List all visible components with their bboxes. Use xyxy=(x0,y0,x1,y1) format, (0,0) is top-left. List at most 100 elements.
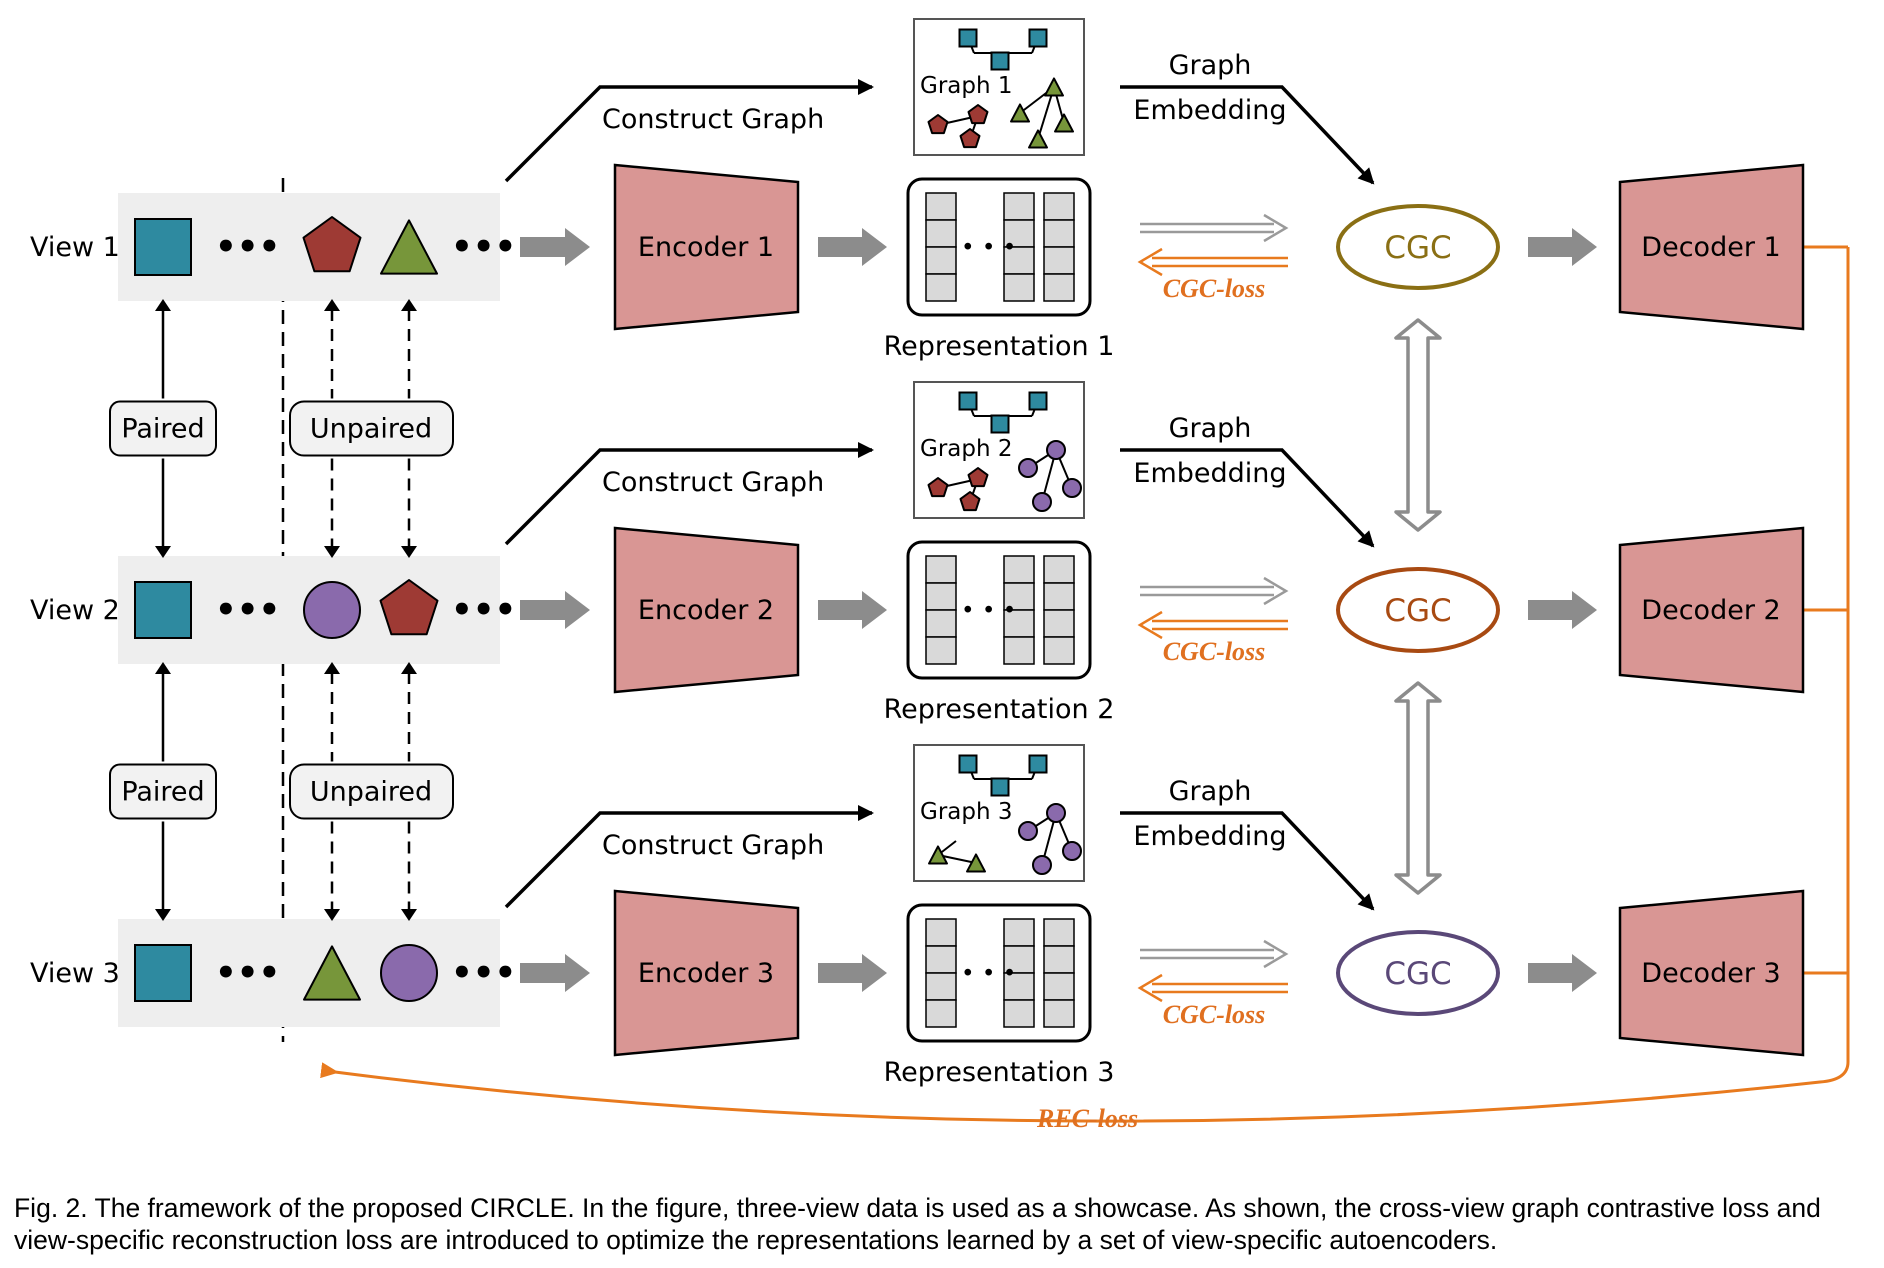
representation-cell xyxy=(1043,555,1075,584)
construct-graph-arrow xyxy=(504,79,874,183)
graph-embedding-label-2: Embedding xyxy=(1133,95,1286,126)
graph-node-triangle xyxy=(966,853,986,873)
graph-node-circle xyxy=(1018,821,1038,841)
graph-embedding-label-1: Graph xyxy=(1169,776,1252,807)
representation-cell xyxy=(1003,219,1035,248)
graph-node-pentagon xyxy=(959,128,981,149)
view-link-1: Paired Unpaired xyxy=(109,299,454,558)
encoder-output-arrow xyxy=(818,228,887,266)
representation-cell xyxy=(925,972,957,1001)
graph-node-pentagon xyxy=(967,104,989,125)
graph-node-circle xyxy=(1046,803,1066,823)
representation-box: • • • xyxy=(906,540,1092,680)
representation-cell xyxy=(1043,999,1075,1028)
ellipsis: ••• xyxy=(215,953,280,993)
rec-loss-label: REC-loss xyxy=(1036,1104,1138,1133)
graph-node-pentagon xyxy=(927,114,949,135)
unpaired-shape-triangle xyxy=(303,945,361,1001)
decoder-block xyxy=(1618,163,1805,331)
paired-label: Paired xyxy=(121,414,204,445)
representation-cell xyxy=(925,636,957,665)
representation-cell xyxy=(925,192,957,221)
figure-caption: Fig. 2. The framework of the proposed CI… xyxy=(14,1193,1821,1255)
representation-label: Representation 2 xyxy=(884,694,1115,725)
representation-cell xyxy=(1043,582,1075,611)
cgc-loss-arrow xyxy=(1137,973,1288,1003)
representation-cell xyxy=(1043,972,1075,1001)
ellipsis: ••• xyxy=(451,227,516,267)
unpaired-label: Unpaired xyxy=(310,777,432,808)
graph-edge xyxy=(937,854,977,864)
graph-node-triangle xyxy=(1028,129,1048,149)
cgc-label: CGC xyxy=(1384,593,1451,629)
representation-cell xyxy=(925,273,957,302)
graph-box: Graph 2 xyxy=(913,381,1085,519)
cgc-output-arrow xyxy=(1528,228,1597,266)
unpaired-shape-pentagon xyxy=(379,579,439,636)
input-arrow xyxy=(520,591,590,629)
construct-graph-arrow xyxy=(504,805,874,909)
encoder-label: Encoder 2 xyxy=(638,595,774,626)
encoder-block xyxy=(613,526,800,694)
graph-embedding-label-2: Embedding xyxy=(1133,458,1286,489)
graph-label: Graph 3 xyxy=(920,799,1013,825)
representation-cell xyxy=(1003,582,1035,611)
construct-graph-label: Construct Graph xyxy=(602,830,824,861)
representation-cell xyxy=(925,582,957,611)
representation-cell xyxy=(1043,918,1075,947)
unpaired-tag xyxy=(289,400,454,457)
representation-label: Representation 1 xyxy=(884,331,1115,362)
unpaired-tag xyxy=(289,763,454,820)
cgc-label: CGC xyxy=(1384,956,1451,992)
representation-cell xyxy=(925,219,957,248)
representation-cell xyxy=(925,555,957,584)
representation-cell xyxy=(1043,609,1075,638)
decoder-label: Decoder 1 xyxy=(1641,232,1780,263)
graph-node-circle xyxy=(1018,458,1038,478)
graph-node-pentagon xyxy=(967,467,989,488)
representation-cell xyxy=(1043,273,1075,302)
graph-node-square xyxy=(1028,391,1048,411)
paired-square xyxy=(134,581,192,639)
ellipsis: ••• xyxy=(215,590,280,630)
unpaired-shape-pentagon xyxy=(302,216,362,273)
representation-box: • • • xyxy=(906,177,1092,317)
representation-box: • • • xyxy=(906,903,1092,1043)
representation-cell xyxy=(1003,246,1035,275)
graph-node-triangle xyxy=(1044,77,1064,97)
representation-cell xyxy=(1043,246,1075,275)
paired-tag xyxy=(109,763,217,820)
construct-graph-label: Construct Graph xyxy=(602,104,824,135)
cgc-loss-label: CGC-loss xyxy=(1163,274,1266,303)
graph-box: Graph 3 xyxy=(913,744,1085,882)
cgc-output-arrow xyxy=(1528,591,1597,629)
rec-loss-loop xyxy=(320,245,1850,1123)
graph-embedding-arrow xyxy=(1120,85,1375,185)
paired-label: Paired xyxy=(121,777,204,808)
view-label: View 2 xyxy=(30,595,120,626)
graph-node-square xyxy=(958,391,978,411)
cgc-module xyxy=(1336,567,1500,653)
decoder-label: Decoder 3 xyxy=(1641,958,1780,989)
circle-framework-diagram: REC-loss View 1 ••• ••• Encoder 1 • • • Repre… xyxy=(30,18,1850,1133)
view-label: View 1 xyxy=(30,232,120,263)
representation-cell xyxy=(1003,972,1035,1001)
representation-cell xyxy=(925,609,957,638)
representation-cell xyxy=(1003,999,1035,1028)
representation-dots: • • • xyxy=(961,961,1016,987)
graph-label: Graph 2 xyxy=(920,436,1013,462)
construct-graph-arrow xyxy=(504,442,874,546)
view-row-1: View 1••••••Encoder 1• • •Representation… xyxy=(30,18,1805,362)
encoder-output-arrow xyxy=(818,591,887,629)
graph-node-triangle xyxy=(928,845,948,865)
representation-cell xyxy=(1043,945,1075,974)
input-arrow xyxy=(520,954,590,992)
graph-node-circle xyxy=(1032,855,1052,875)
graph-node-square xyxy=(990,777,1010,797)
view-label: View 3 xyxy=(30,958,120,989)
representation-dots: • • • xyxy=(961,598,1016,624)
unpaired-shape-circle xyxy=(303,581,361,639)
representation-cell xyxy=(1043,192,1075,221)
encoder-label: Encoder 1 xyxy=(638,232,774,263)
unpaired-label: Unpaired xyxy=(310,414,432,445)
